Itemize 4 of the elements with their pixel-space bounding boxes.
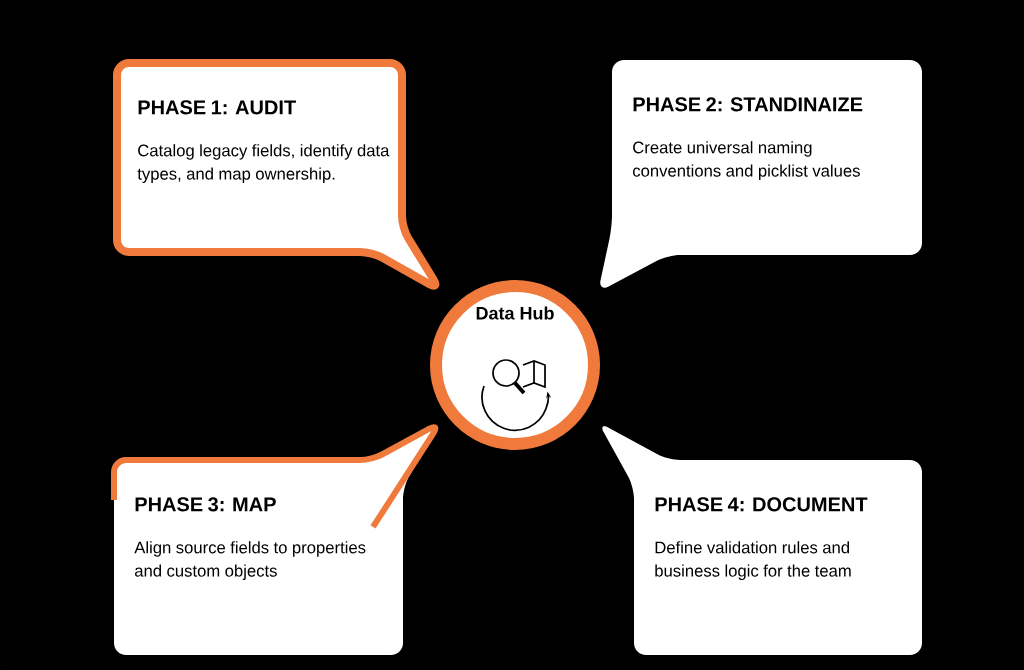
speech-bubble: PHASE 4: DOCUMENT Define validation rules and business logic for the team (602, 426, 922, 655)
speech-bubble: PHASE 3: MAP Align source fields to properties and custom objects (111, 424, 439, 655)
speech-bubble: PHASE 1: AUDIT Catalog legacy fields, identify data types, and map ownership. (113, 59, 440, 290)
speech-bubble: PHASE 2: STANDINAIZE Create universal naming conventions and picklist values (600, 60, 922, 288)
